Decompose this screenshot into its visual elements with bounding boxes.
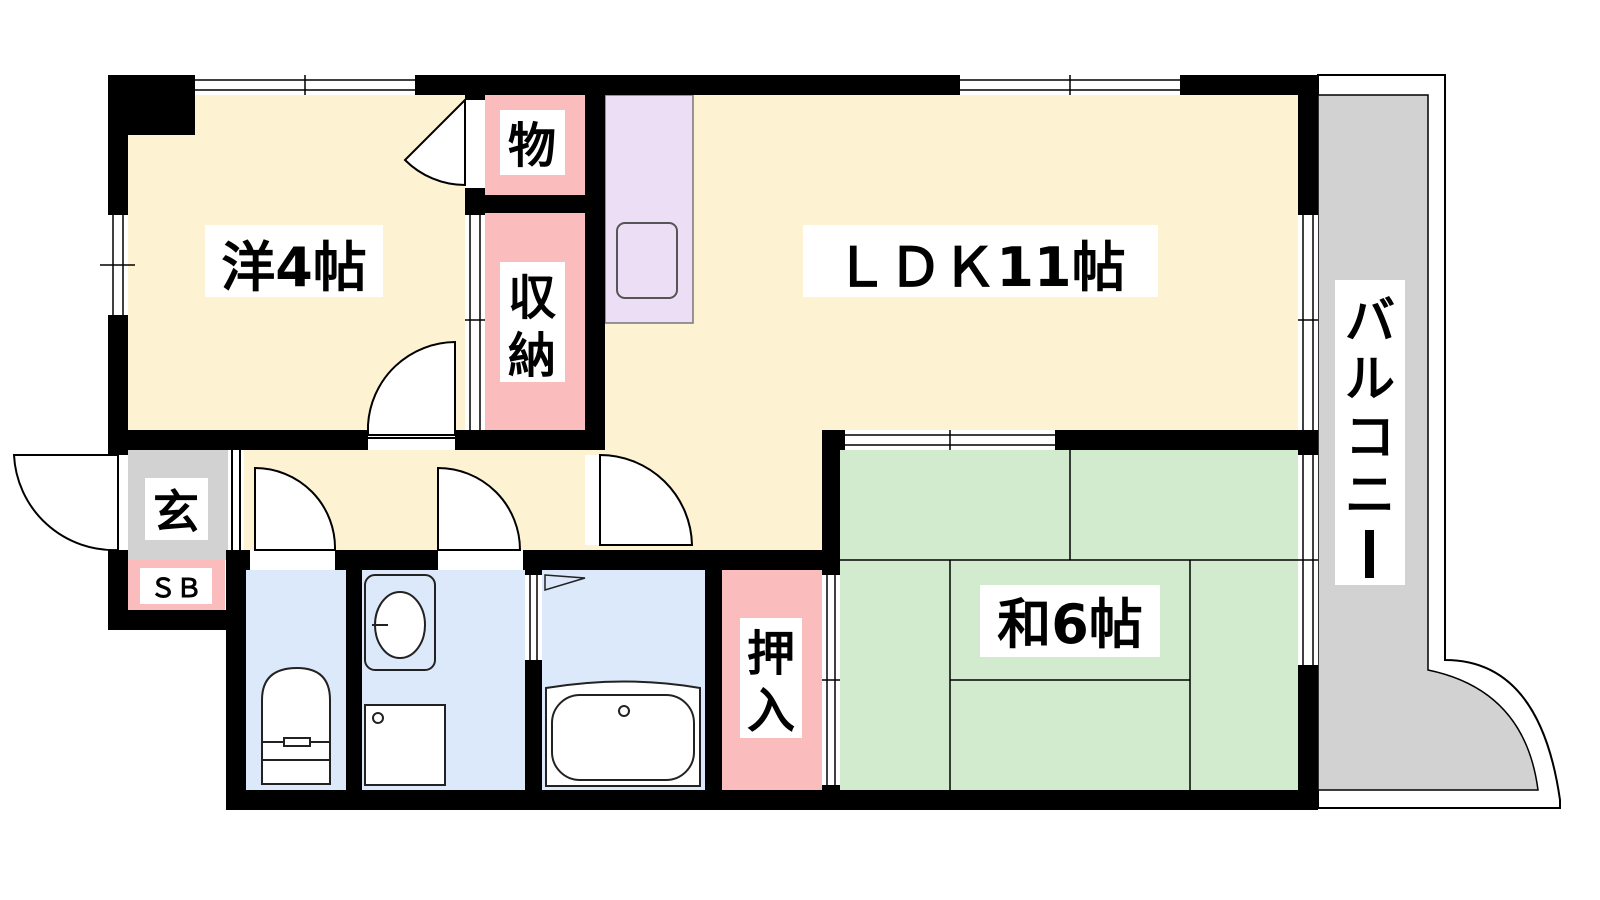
door-genkan-hall xyxy=(228,450,244,550)
genkan-label-bg xyxy=(145,478,208,540)
oshiire-label-1: 押 xyxy=(747,626,795,682)
ldk-label: ＬＤＫ11帖 xyxy=(834,236,1125,299)
washbasin-fixture xyxy=(364,574,446,786)
closet-label-1: 収 xyxy=(508,270,556,326)
balcony-char: コ xyxy=(1345,408,1395,466)
kitchen-sink xyxy=(616,222,678,299)
storage-label: 物 xyxy=(508,118,556,174)
ldk-label-bg xyxy=(803,225,1158,297)
genkan-label: 玄 xyxy=(153,485,199,539)
balcony-label: バ ル コ ニ xyxy=(1345,292,1395,578)
bathtub-fixture xyxy=(544,574,701,787)
window-north-ldk xyxy=(960,75,1180,95)
toilet-fixture xyxy=(261,666,331,785)
sliding-door-oshiire xyxy=(822,575,840,785)
western-room-label: 洋4帖 xyxy=(221,236,367,299)
doors xyxy=(12,97,694,570)
sliding-door-bath xyxy=(525,575,542,660)
window-east-japanese xyxy=(1298,455,1318,665)
door-entrance xyxy=(12,454,128,552)
sb-label-bg xyxy=(140,568,212,604)
balcony-floor xyxy=(1317,94,1539,791)
japanese-label-bg xyxy=(980,585,1160,657)
window-east-ldk xyxy=(1298,215,1318,430)
tatami-lines xyxy=(840,450,1300,790)
western-label-bg xyxy=(205,225,383,297)
window-north-western xyxy=(195,75,415,95)
sliding-door-japanese-ldk xyxy=(845,430,1055,450)
door-storage xyxy=(403,97,485,188)
balcony-char: ニ xyxy=(1345,466,1395,524)
japanese-room-label: 和6帖 xyxy=(997,593,1143,656)
balcony-char: ル xyxy=(1345,350,1395,408)
balcony-char: バ xyxy=(1345,292,1395,350)
shoe-box-label: ＳＢ xyxy=(150,574,202,604)
door-toilet xyxy=(250,466,337,570)
sliding-door-closet xyxy=(465,215,485,430)
closet-label-bg xyxy=(500,262,565,382)
windows xyxy=(100,75,1318,785)
oshiire-label-bg xyxy=(740,618,802,738)
oshiire-label-2: 入 xyxy=(747,683,795,739)
ldk-floor xyxy=(600,95,1300,550)
window-west xyxy=(100,215,135,315)
door-washroom xyxy=(437,466,523,570)
door-western-room xyxy=(367,340,456,450)
balcony-long-vowel xyxy=(1365,530,1374,578)
kitchen-counter xyxy=(604,94,694,324)
closet-label-2: 納 xyxy=(508,328,556,384)
door-ldk xyxy=(585,453,694,546)
storage-label-bg xyxy=(500,110,565,175)
